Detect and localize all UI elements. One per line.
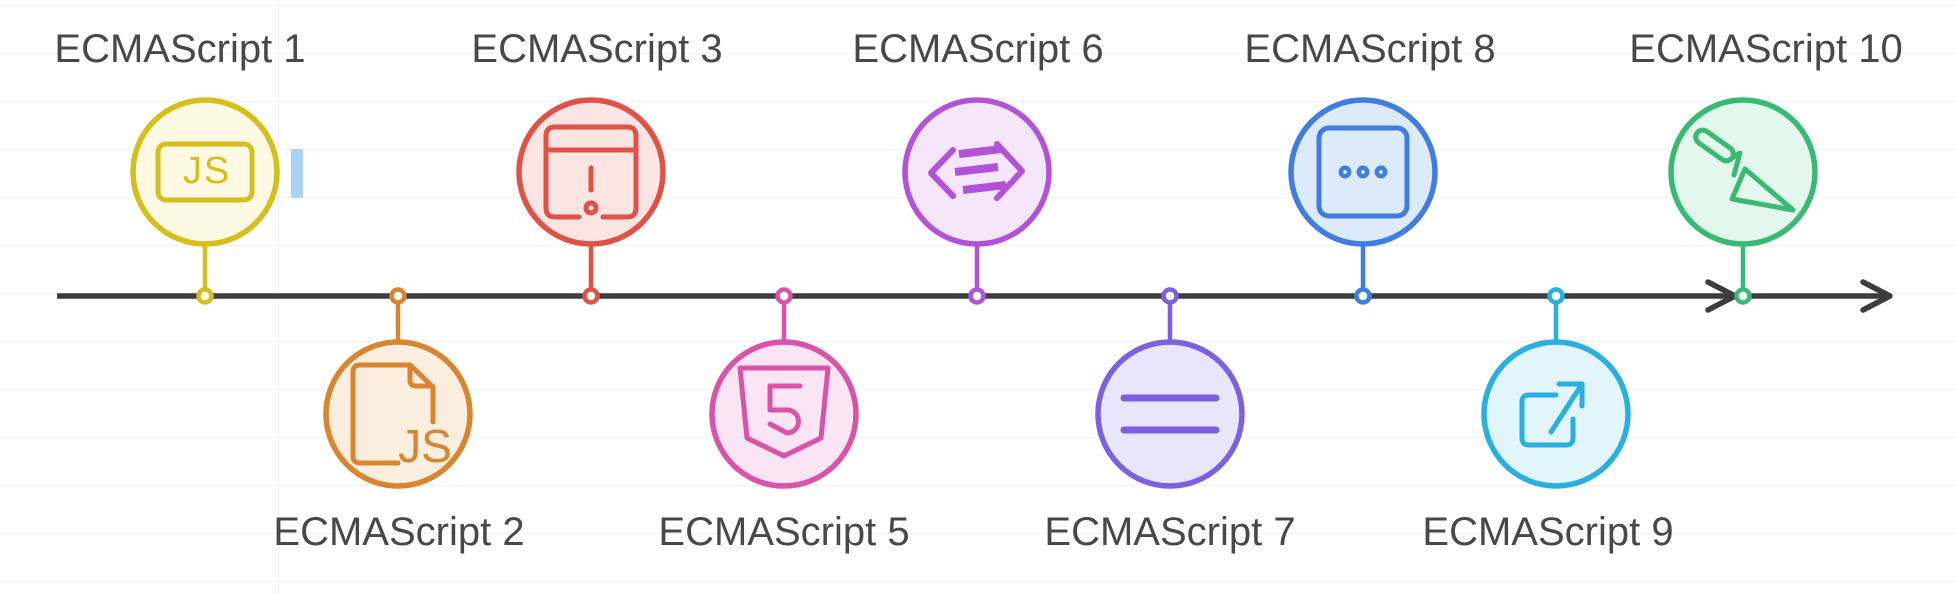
item-label: ECMAScript 3	[471, 27, 722, 71]
connector-dot	[389, 287, 407, 305]
equals-icon	[1120, 394, 1220, 434]
milestone-circle[interactable]	[130, 97, 280, 247]
badge-text: JS	[183, 150, 231, 192]
item-label: ECMAScript 6	[852, 27, 1103, 71]
connector-dot	[1354, 287, 1372, 305]
timeline-item-es10[interactable]: ECMAScript 10	[1629, 27, 1903, 305]
timeline-item-es8[interactable]: ECMAScript 8	[1244, 27, 1496, 305]
timeline-item-es9[interactable]: ECMAScript 9	[1422, 287, 1674, 555]
es6-logo-icon	[928, 141, 1025, 201]
window-alert-icon	[543, 124, 639, 220]
item-label: ECMAScript 1	[54, 27, 305, 71]
text-caret-marker	[291, 149, 303, 198]
trowel-icon	[1693, 127, 1796, 213]
timeline-item-es7[interactable]: ECMAScript 7	[1044, 287, 1296, 555]
js-badge-icon: JS	[155, 141, 255, 203]
timeline-item-es1[interactable]: JS ECMAScript 1	[54, 27, 306, 305]
milestone-circle[interactable]	[709, 339, 859, 489]
milestone-circle[interactable]	[1095, 339, 1245, 489]
timeline-item-es2[interactable]: JS ECMAScript 2	[273, 287, 525, 555]
item-label: ECMAScript 9	[1422, 510, 1673, 554]
timeline-item-es5[interactable]: ECMAScript 5	[658, 287, 910, 555]
timeline-item-es3[interactable]: ECMAScript 3	[471, 27, 723, 305]
connector-dot	[196, 287, 214, 305]
badge-text: JS	[398, 420, 452, 472]
connector-dot	[1547, 287, 1565, 305]
ellipsis-box-icon	[1316, 125, 1410, 219]
item-label: ECMAScript 5	[658, 510, 909, 554]
connector-dot	[582, 287, 600, 305]
milestone-circle[interactable]	[1288, 97, 1438, 247]
item-label: ECMAScript 2	[273, 510, 524, 554]
connector-dot	[1161, 287, 1179, 305]
arrowhead-icon	[1860, 279, 1893, 313]
timeline-item-es6[interactable]: ECMAScript 6	[852, 27, 1104, 305]
item-label: ECMAScript 7	[1044, 510, 1295, 554]
js-file-icon: JS	[350, 362, 452, 472]
external-link-icon	[1519, 381, 1585, 448]
connector-dot	[968, 287, 986, 305]
milestone-circle[interactable]	[1481, 339, 1631, 489]
html5-shield-icon	[737, 365, 831, 459]
item-label: ECMAScript 10	[1629, 27, 1902, 71]
item-label: ECMAScript 8	[1244, 27, 1495, 71]
milestone-circle[interactable]	[323, 339, 473, 489]
connector-dot	[775, 287, 793, 305]
connector-dot	[1734, 287, 1752, 305]
